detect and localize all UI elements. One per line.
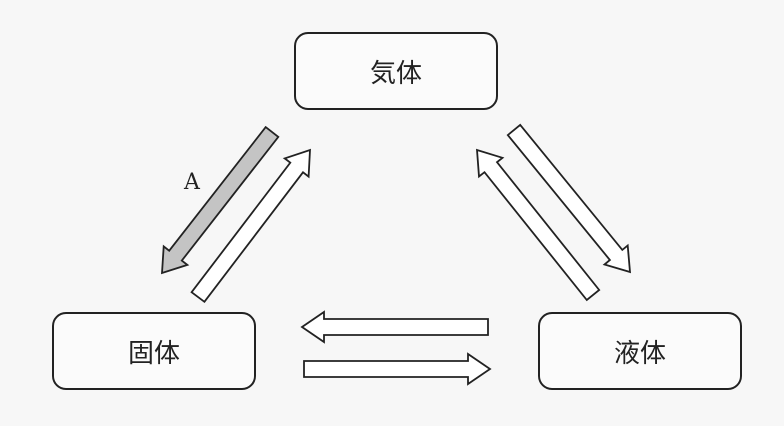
solid-label: 固体 — [127, 338, 180, 369]
arrow-gas-to-liquid — [506, 123, 632, 274]
arrow-liquid-to-gas — [476, 148, 601, 302]
solid-box: 固体 — [52, 312, 256, 390]
arrow-a-label: A — [184, 170, 200, 195]
gas-label: 気体 — [369, 58, 422, 89]
arrow-liquid-to-solid — [300, 310, 489, 344]
liquid-label: 液体 — [613, 338, 666, 369]
arrow-solid-to-gas — [190, 148, 311, 304]
gas-box: 気体 — [294, 32, 498, 110]
liquid-box: 液体 — [538, 312, 742, 390]
arrow-solid-to-liquid — [303, 352, 492, 386]
arrow-a-gas-to-solid — [161, 125, 280, 275]
